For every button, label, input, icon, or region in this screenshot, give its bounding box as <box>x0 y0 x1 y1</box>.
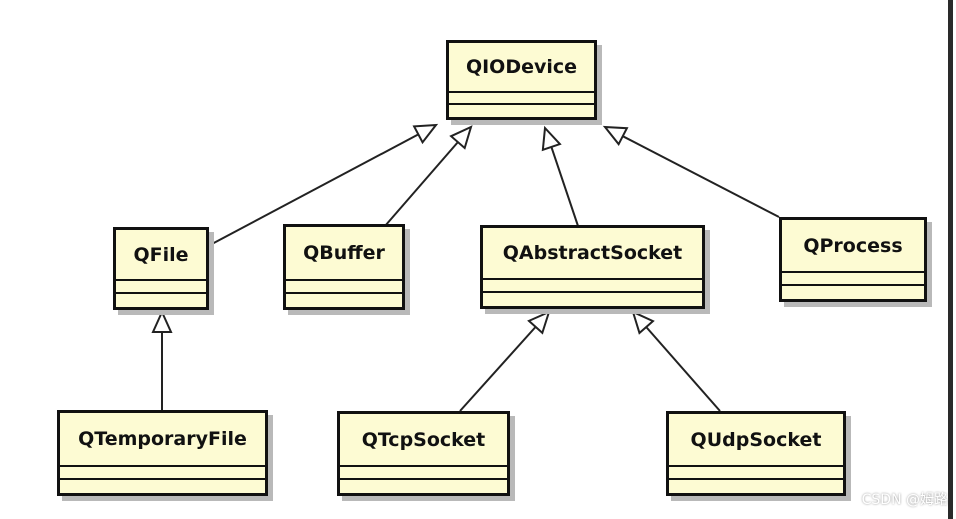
class-name: QFile <box>116 230 206 281</box>
class-qtemporaryfile: QTemporaryFile <box>57 410 268 496</box>
attributes-compartment <box>60 467 265 480</box>
operations-compartment <box>449 105 594 117</box>
operations-compartment <box>483 293 702 306</box>
class-qabstractsocket: QAbstractSocket <box>480 225 705 309</box>
edge-line <box>550 146 579 227</box>
class-name: QProcess <box>782 220 924 273</box>
class-qtcpsocket: QTcpSocket <box>337 411 510 496</box>
class-name: QTemporaryFile <box>60 413 265 467</box>
attributes-compartment <box>669 467 843 480</box>
hollow-arrowhead-icon <box>449 125 473 150</box>
hollow-arrowhead-icon <box>541 125 562 152</box>
class-name: QUdpSocket <box>669 414 843 467</box>
edge-line <box>459 326 537 412</box>
generalization-qtemporaryfile-to-qfile <box>151 309 173 410</box>
class-qiodevice: QIODevice <box>446 40 597 120</box>
attributes-compartment <box>483 280 702 293</box>
operations-compartment <box>286 294 402 307</box>
attributes-compartment <box>782 273 924 286</box>
attributes-compartment <box>116 281 206 294</box>
generalization-qprocess-to-qiodevice <box>602 125 780 218</box>
edge-line <box>645 326 721 412</box>
class-name: QAbstractSocket <box>483 228 702 280</box>
attributes-compartment <box>449 93 594 105</box>
class-qbuffer: QBuffer <box>283 224 405 310</box>
operations-compartment <box>782 286 924 299</box>
generalization-qbuffer-to-qiodevice <box>384 125 473 227</box>
generalization-qfile-to-qiodevice <box>209 123 439 246</box>
class-qprocess: QProcess <box>779 217 927 302</box>
hollow-arrowhead-icon <box>412 123 439 145</box>
class-name: QBuffer <box>286 227 402 281</box>
hollow-arrowhead-icon <box>602 125 629 147</box>
hollow-arrowhead-icon <box>527 310 551 335</box>
operations-compartment <box>116 294 206 307</box>
class-name: QTcpSocket <box>340 414 507 467</box>
operations-compartment <box>669 480 843 493</box>
hollow-arrowhead-icon <box>151 309 173 333</box>
right-edge-bar <box>948 0 953 519</box>
edge-line <box>622 135 780 218</box>
generalization-qtcpsocket-to-qabstractsocket <box>459 310 551 412</box>
class-name: QIODevice <box>449 43 594 93</box>
class-qfile: QFile <box>113 227 209 310</box>
attributes-compartment <box>340 467 507 480</box>
watermark: CSDN @姆路 <box>861 492 948 508</box>
operations-compartment <box>60 480 265 493</box>
hollow-arrowhead-icon <box>631 310 655 335</box>
operations-compartment <box>340 480 507 493</box>
attributes-compartment <box>286 281 402 294</box>
generalization-qabstractsocket-to-qiodevice <box>541 125 579 227</box>
class-qudpsocket: QUdpSocket <box>666 411 846 496</box>
edge-line <box>384 141 459 227</box>
generalization-qudpsocket-to-qabstractsocket <box>631 310 721 412</box>
edge-line <box>209 133 419 246</box>
